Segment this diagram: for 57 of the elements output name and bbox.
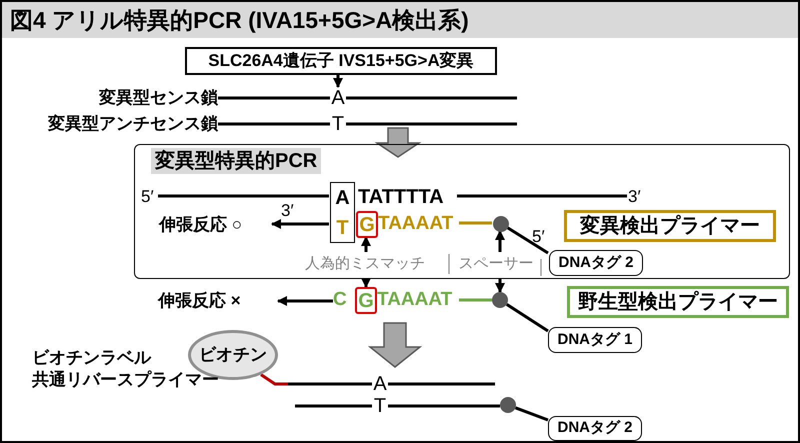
sequence-text: C <box>333 288 349 312</box>
connector-line <box>459 298 492 302</box>
arrow <box>495 279 505 293</box>
note-text: 人為的ミスマッチ <box>289 253 441 275</box>
base-letter: T <box>372 395 388 417</box>
base-letter: T <box>330 113 346 135</box>
connector-line <box>514 406 549 422</box>
result-text: 伸張反応 × <box>158 288 278 314</box>
pcr-panel <box>134 144 790 279</box>
arrow <box>495 230 505 252</box>
result-text: 伸張反応 ○ <box>159 213 273 237</box>
primer-label-box: 変異検出プライマー <box>564 210 776 242</box>
connector-line <box>388 382 495 386</box>
connector-line <box>388 404 500 408</box>
base-letter: A <box>372 373 388 395</box>
connector-line <box>457 194 627 198</box>
base-letter: T <box>336 216 349 241</box>
connector-line <box>346 96 517 100</box>
connector-line <box>218 122 330 126</box>
arrow <box>361 278 371 288</box>
dna-tag-box: DNAタグ 1 <box>548 327 642 353</box>
text-label: ビオチンラベル <box>32 346 152 368</box>
arrow <box>277 296 333 306</box>
connector-line <box>260 373 372 386</box>
sequence-text: TAAAAT <box>378 212 460 236</box>
mismatch-box: G <box>355 287 377 314</box>
dna-tag-box: DNAタグ 2 <box>549 250 643 276</box>
connector-line <box>506 226 549 254</box>
sequence-text: TATTTTA <box>358 185 458 209</box>
arrow <box>333 75 343 88</box>
connector-line <box>218 96 330 100</box>
connector-line <box>158 194 329 198</box>
base-letter: A <box>335 186 350 211</box>
text-label: 3′ <box>281 200 295 220</box>
strand-label: 変異型アンチセンス鎖 <box>10 113 218 135</box>
text-label: 共通リバースプライマー <box>32 368 220 390</box>
text-label: 5′ <box>532 226 546 246</box>
mutation-box: SLC26A4遺伝子 IVS15+5G>A変異 <box>185 47 497 75</box>
arrow <box>271 219 329 229</box>
base-letter: A <box>330 87 346 109</box>
arrow <box>361 236 371 252</box>
strand-label: 変異型センス鎖 <box>40 87 218 109</box>
connector-line <box>459 222 492 224</box>
connector-line <box>346 122 517 126</box>
base-pair-box <box>330 182 355 243</box>
dna-tag-box: DNAタグ 2 <box>548 416 642 441</box>
block-arrow <box>368 322 422 368</box>
end-label: 5′ <box>141 187 159 207</box>
panel-heading: 変異型特異的PCR <box>151 148 322 174</box>
end-label: 3′ <box>628 187 648 207</box>
connector-line <box>506 303 549 332</box>
note-text: スペーサー <box>452 253 540 275</box>
sequence-text: TAAAAT <box>377 288 459 312</box>
connector-line <box>295 404 372 408</box>
title-bar: 図4 アリル特異的PCR (IVA15+5G>A検出系) <box>2 2 798 38</box>
primer-label-box: 野生型検出プライマー <box>567 286 789 318</box>
mismatch-box: G <box>356 211 378 238</box>
